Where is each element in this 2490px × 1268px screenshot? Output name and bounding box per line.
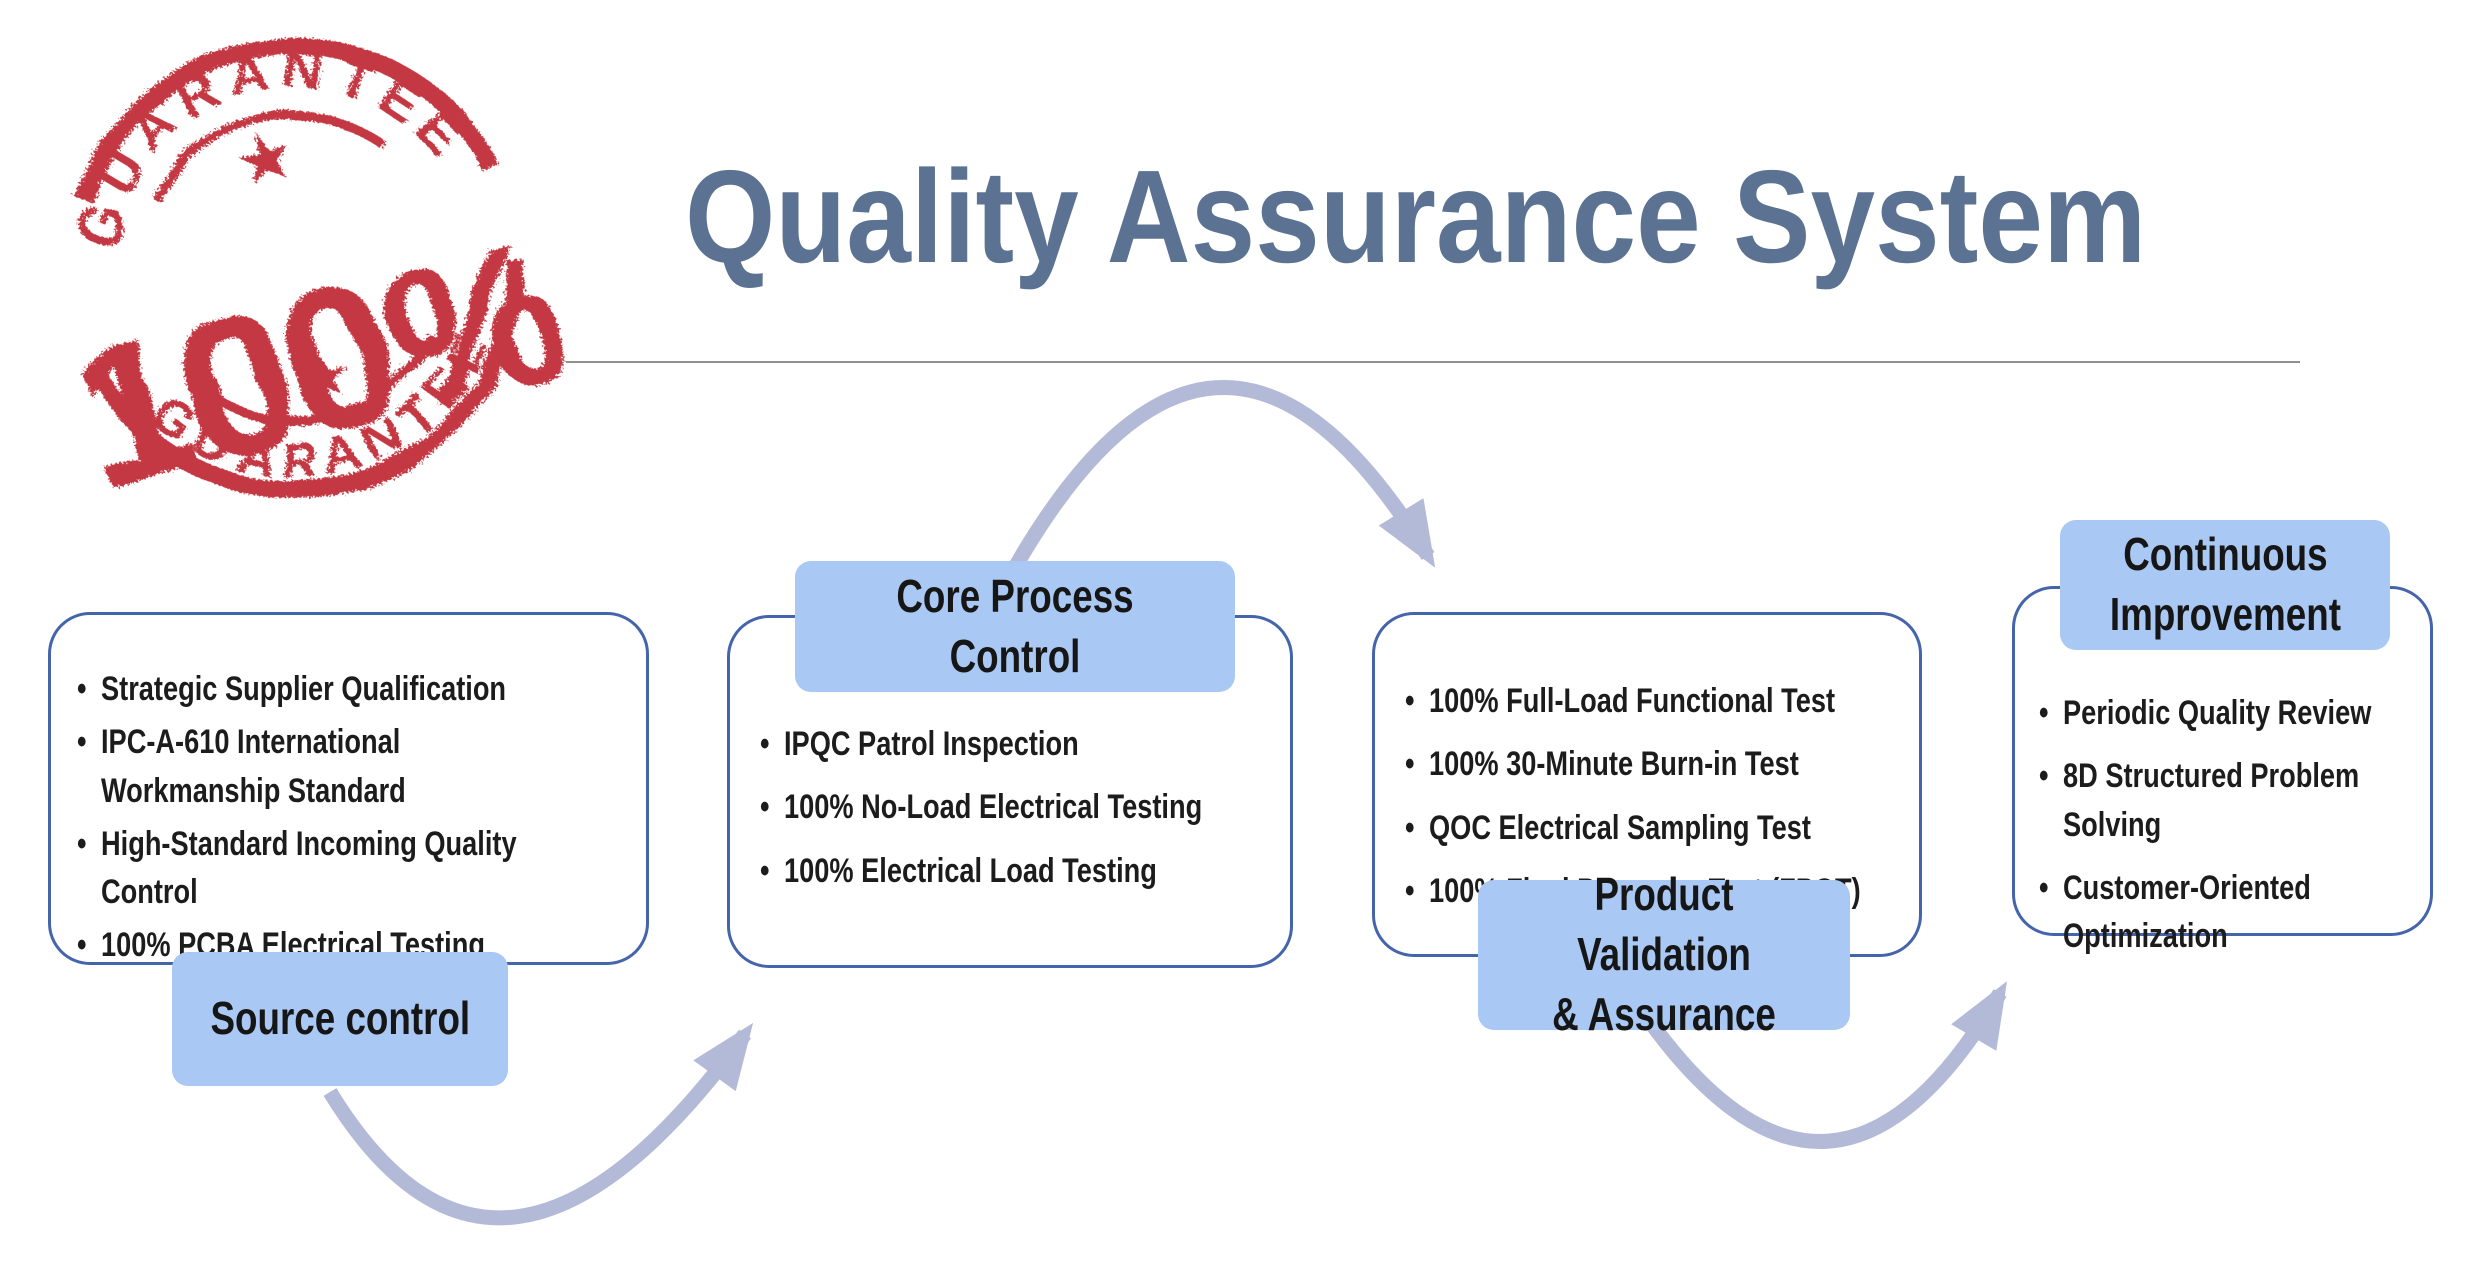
- stamp-outer-ring-top: [74, 37, 502, 203]
- star-icon: [296, 352, 344, 402]
- arrow-core-to-validation: [998, 379, 1436, 589]
- arrow-validation-to-improvement: [1639, 981, 2008, 1149]
- guarantee-stamp-graphic: GUARANTEE GUARANTEE 100%: [31, 0, 582, 532]
- star-icon: [238, 133, 288, 185]
- bullet-list: Periodic Quality Review 8D Structured Pro…: [2039, 689, 2391, 975]
- stage-label-text: Core Process Control: [896, 569, 1134, 682]
- stage-label-core-process-control: Core Process Control: [795, 561, 1235, 692]
- bullet-list: Strategic Supplier QualificationIPC-A-61…: [77, 665, 557, 975]
- bullet-item: 100% No-Load Electrical Testing: [760, 783, 1256, 832]
- bullet-item: Customer-Oriented Optimization: [2039, 864, 2391, 961]
- bullet-item: IPC-A-610 International Workmanship Stan…: [77, 718, 557, 815]
- stage-label-source-control: Source control: [172, 952, 508, 1086]
- stage-label-text: Continuous Improvement: [2109, 528, 2341, 640]
- arrow-source-to-core: [323, 1022, 754, 1226]
- bullet-item: Strategic Supplier Qualification: [77, 665, 557, 714]
- stamp-inner-arc-bottom: [202, 332, 435, 425]
- stage-box-source-control: Strategic Supplier QualificationIPC-A-61…: [48, 612, 649, 1086]
- stage-label-text: Product Validation & Assurance: [1552, 868, 1776, 1040]
- stage-box-product-validation: 100% Full-Load Functional Test 100% 30-Mi…: [1372, 612, 1922, 1040]
- bullet-item: IPQC Patrol Inspection: [760, 720, 1256, 769]
- stamp-center-text: 100%: [55, 197, 567, 531]
- bullet-item: QOC Electrical Sampling Test: [1405, 804, 1885, 853]
- bullet-item: High-Standard Incoming Quality Control: [77, 820, 557, 917]
- stamp-inner-arc-top: [153, 111, 386, 204]
- page-title: Quality Assurance System: [685, 143, 2147, 290]
- bullet-item: 8D Structured Problem Solving: [2039, 752, 2391, 849]
- bullet-item: 100% Full-Load Functional Test: [1405, 677, 1885, 726]
- title-divider: [566, 361, 2300, 363]
- stage-label-text: Source control: [210, 992, 470, 1045]
- stage-box-core-process-control: IPQC Patrol Inspection 100% No-Load Elect…: [727, 561, 1293, 968]
- bullet-item: 100% 30-Minute Burn-in Test: [1405, 740, 1885, 789]
- guarantee-stamp: GUARANTEE GUARANTEE 100%: [22, 0, 582, 532]
- bullet-item: 100% Electrical Load Testing: [760, 847, 1256, 896]
- bullet-item: Periodic Quality Review: [2039, 689, 2391, 738]
- stage-label-continuous-improvement: Continuous Improvement: [2060, 520, 2390, 650]
- stage-label-product-validation: Product Validation & Assurance: [1478, 868, 1850, 1040]
- stamp-outer-ring-bottom: [86, 259, 525, 499]
- bullet-list: IPQC Patrol Inspection 100% No-Load Elect…: [760, 720, 1256, 910]
- stage-box-continuous-improvement: Periodic Quality Review 8D Structured Pro…: [2012, 520, 2433, 955]
